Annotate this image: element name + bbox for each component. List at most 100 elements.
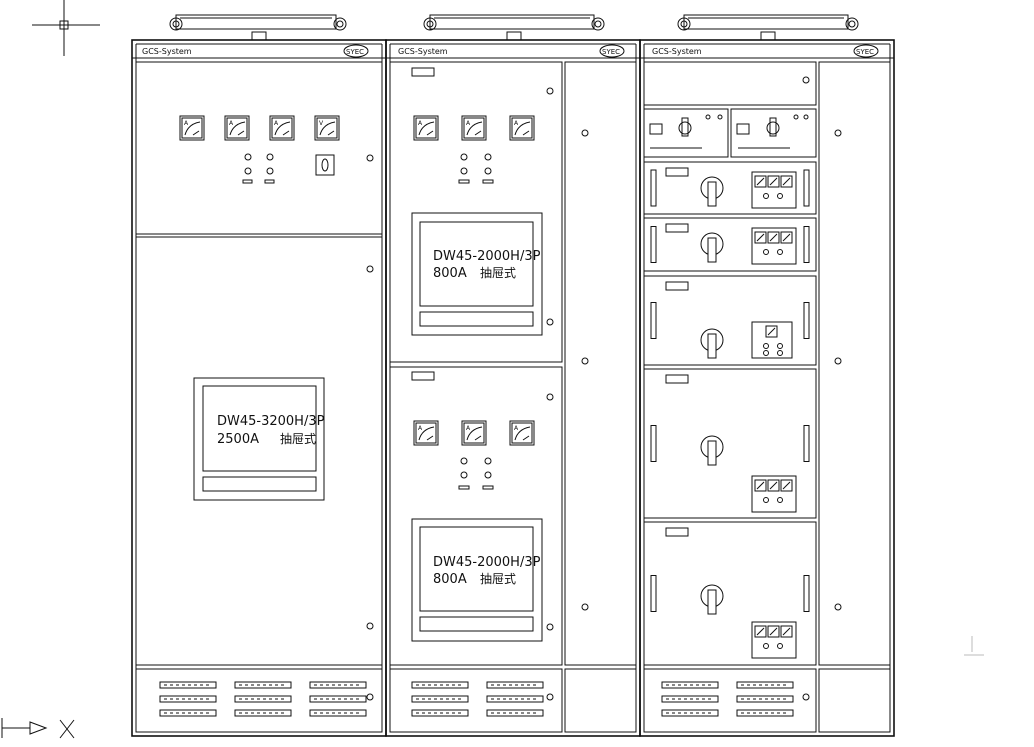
vent-slot	[661, 681, 719, 689]
breaker-window	[411, 518, 543, 642]
rotary-switch-icon	[700, 328, 724, 359]
ammeter-icon: A	[179, 115, 205, 141]
drawer-handle	[650, 575, 657, 612]
syec-logo: SYEC	[599, 44, 625, 58]
drawer-handle	[803, 302, 810, 339]
motor-starter-drawer	[643, 368, 817, 519]
motor-starter-drawer	[643, 161, 817, 215]
svg-text:SYEC: SYEC	[856, 48, 874, 56]
drawer-handle	[803, 425, 810, 462]
meter-letter: A	[184, 120, 189, 127]
door-hinge-icon	[366, 154, 374, 162]
vent-slot	[736, 681, 794, 689]
meter-letter: A	[418, 425, 423, 432]
ammeter-icon: A	[413, 420, 439, 446]
vent-slot	[411, 709, 469, 717]
vent-slot	[486, 681, 544, 689]
breaker-window	[411, 212, 543, 336]
rotary-switch-icon	[700, 584, 724, 615]
drawer-handle	[650, 169, 657, 207]
system-label: GCS-System	[398, 47, 448, 56]
nameplate	[665, 281, 689, 291]
nameplate	[665, 167, 689, 177]
meter-letter: A	[466, 120, 471, 127]
breaker-type-label: 抽屉式	[280, 432, 316, 446]
breaker-model-label: DW45-2000H/3P	[433, 249, 541, 264]
rotary-switch-icon	[700, 435, 724, 466]
vent-slot	[309, 709, 367, 717]
ammeter-icon: A	[509, 420, 535, 446]
blank-panel	[643, 61, 817, 106]
watermark-marks	[964, 636, 984, 656]
meter-letter: V	[319, 120, 324, 127]
breaker-window	[193, 377, 325, 501]
ammeter-icon: A	[509, 115, 535, 141]
meter-letter: A	[466, 425, 471, 432]
mini-meter-icon	[767, 231, 780, 244]
ammeter-icon: A	[413, 115, 439, 141]
cad-crosshair-cursor	[32, 0, 100, 56]
meter-panel	[751, 475, 797, 513]
vent-slot	[234, 695, 292, 703]
vent-slot	[736, 709, 794, 717]
meter-panel	[751, 227, 797, 265]
vent-slot	[411, 681, 469, 689]
ammeter-icon: A	[461, 115, 487, 141]
mini-meter-icon	[765, 325, 778, 338]
svg-text:SYEC: SYEC	[346, 48, 364, 56]
lifting-eye-bracket	[677, 14, 859, 41]
lifting-eye-bracket	[169, 14, 347, 41]
meter-letter: A	[274, 120, 279, 127]
drawer-handle	[803, 169, 810, 207]
breaker-rating-label: 800A	[433, 572, 467, 587]
mini-meter-icon	[767, 625, 780, 638]
drawer-handle	[650, 302, 657, 339]
vent-slot	[736, 695, 794, 703]
indicator-lamps	[242, 153, 275, 184]
vent-slot	[309, 681, 367, 689]
cabinet-feeder: GCS-System SYEC A A A DW45-2000H/3P 800A 抽…	[385, 14, 641, 737]
rotary-switch-icon	[700, 232, 724, 263]
drawer-handle	[650, 425, 657, 462]
drawer-handle	[803, 575, 810, 612]
svg-text:SYEC: SYEC	[602, 48, 620, 56]
mini-meter-icon	[780, 479, 793, 492]
breaker-type-label: 抽屉式	[480, 266, 516, 280]
syec-logo: SYEC	[343, 44, 369, 58]
cabinet-mcc: GCS-System SYEC	[639, 14, 895, 737]
meter-letter: A	[514, 425, 519, 432]
vent-slot	[661, 695, 719, 703]
breaker-model-label: DW45-3200H/3P	[217, 414, 325, 429]
mini-meter-icon	[767, 479, 780, 492]
mini-meter-icon	[754, 231, 767, 244]
instrument-door	[135, 61, 383, 235]
vent-slot	[159, 709, 217, 717]
motor-starter-drawer	[643, 217, 817, 272]
nameplate	[665, 527, 689, 537]
ucs-axis-icon	[1, 718, 75, 739]
ammeter-icon: A	[461, 420, 487, 446]
vent-slot	[309, 695, 367, 703]
nameplate	[665, 374, 689, 384]
nameplate	[411, 371, 435, 381]
breaker-model-label: DW45-2000H/3P	[433, 555, 541, 570]
ventilation-grille	[389, 668, 637, 733]
motor-starter-drawer	[643, 275, 817, 366]
vent-slot	[234, 681, 292, 689]
cable-compartment	[818, 61, 891, 666]
vent-slot	[234, 709, 292, 717]
syec-logo: SYEC	[853, 44, 879, 58]
rotary-switch-icon	[700, 176, 724, 207]
meter-panel	[751, 321, 793, 359]
twin-drawer	[643, 108, 817, 158]
vent-slot	[159, 681, 217, 689]
system-label: GCS-System	[652, 47, 702, 56]
breaker-rating-label: 2500A	[217, 432, 259, 447]
mini-meter-icon	[780, 625, 793, 638]
mini-meter-icon	[780, 175, 793, 188]
drawer-handle	[803, 226, 810, 263]
